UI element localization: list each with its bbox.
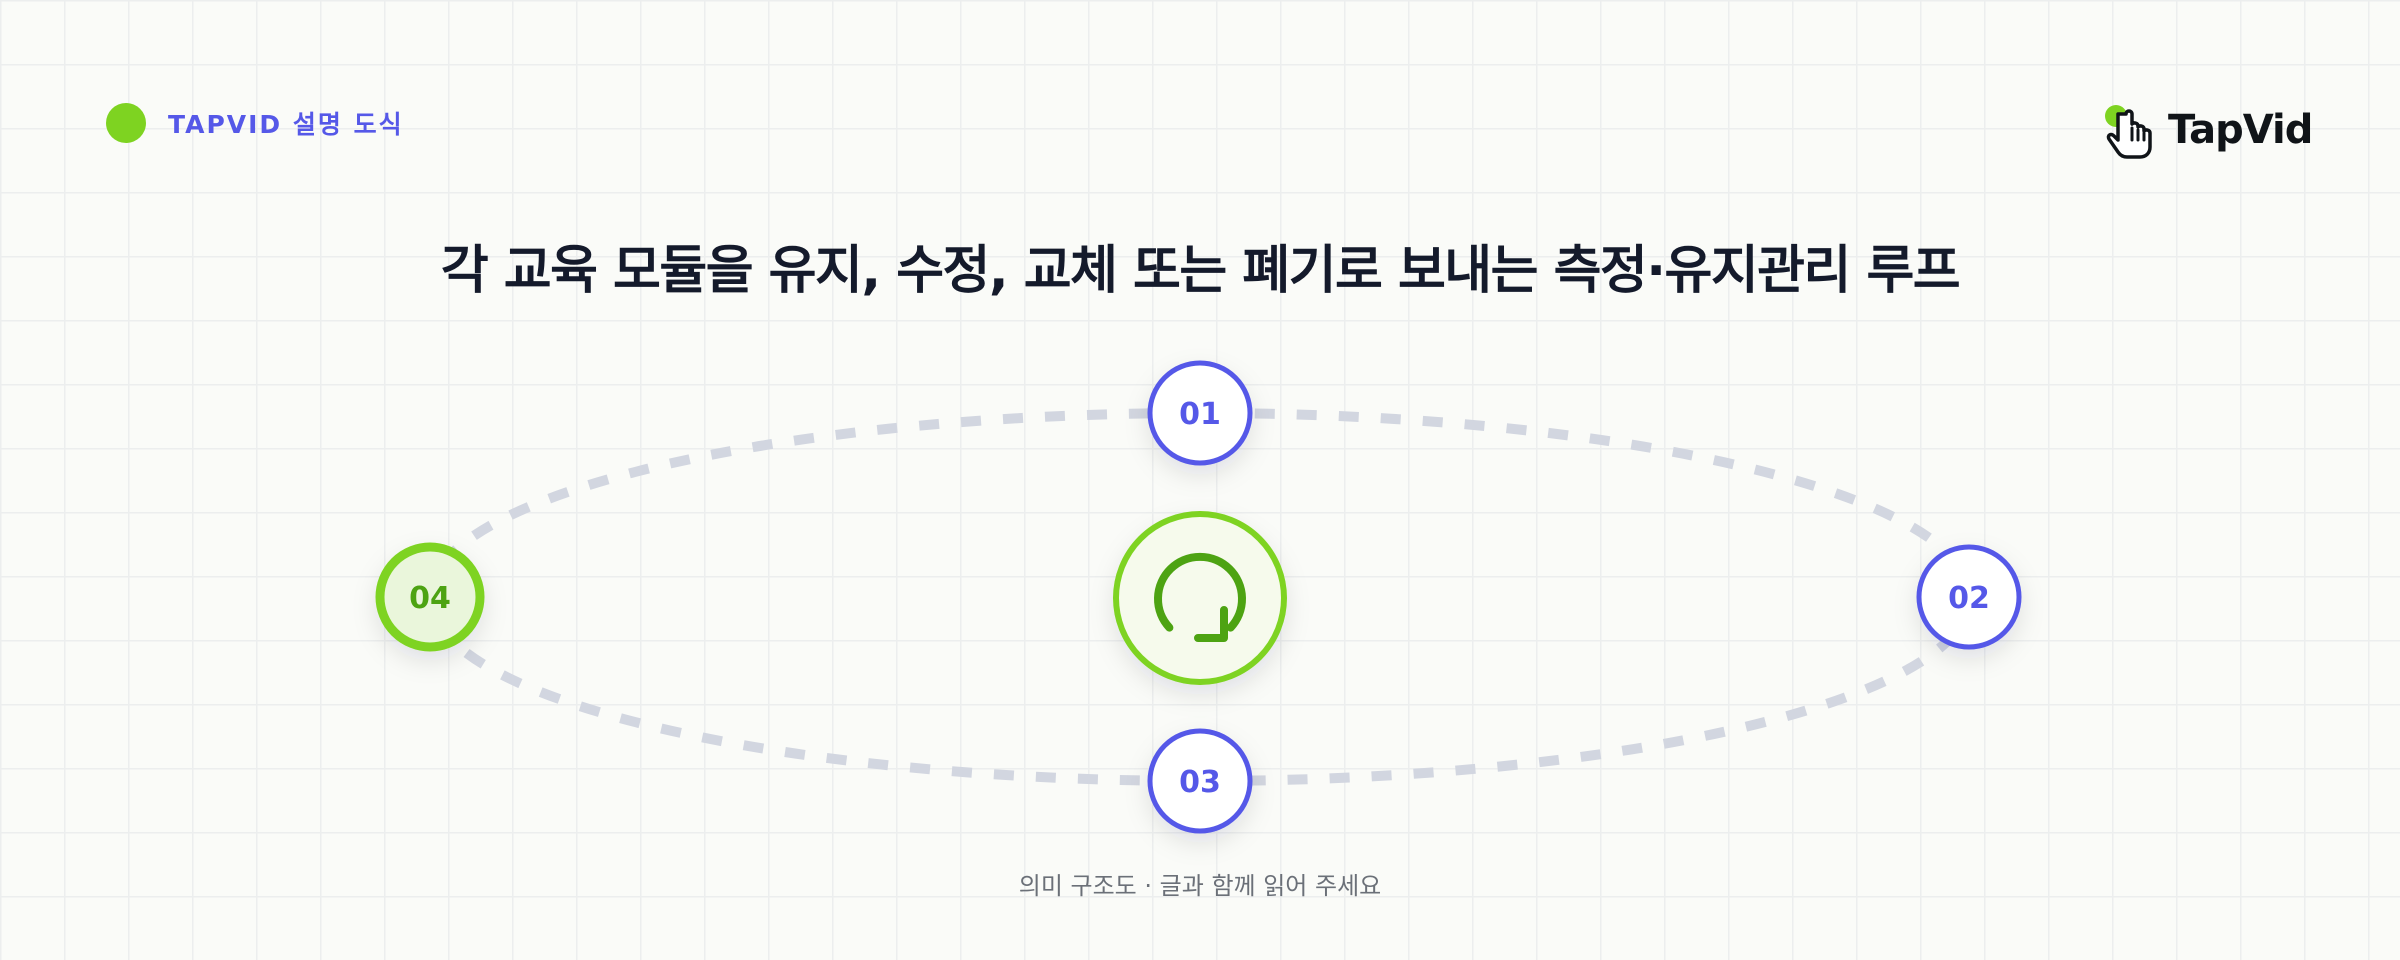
logo-wordmark: TapVid bbox=[2168, 107, 2313, 153]
page-title: 각 교육 모듈을 유지, 수정, 교체 또는 폐기로 보내는 측정·유지관리 루… bbox=[440, 241, 1961, 301]
brand-logo: TapVid bbox=[2102, 100, 2313, 160]
step-label-03: 03 bbox=[1179, 765, 1221, 800]
header-tag: TAPVID 설명 도식 bbox=[106, 103, 404, 143]
refresh-cycle-icon bbox=[1154, 552, 1246, 642]
step-label-02: 02 bbox=[1948, 581, 1990, 616]
step-label-04: 04 bbox=[409, 581, 451, 616]
step-label-01: 01 bbox=[1179, 397, 1221, 432]
tag-label: TAPVID 설명 도식 bbox=[168, 110, 404, 139]
step-node-01: 01 bbox=[1147, 360, 1253, 466]
step-node-03: 03 bbox=[1147, 728, 1253, 834]
tag-dot bbox=[106, 103, 146, 143]
center-cycle-hub bbox=[1113, 511, 1287, 685]
step-node-02: 02 bbox=[1916, 544, 2022, 650]
step-node-04-active: 04 bbox=[375, 542, 485, 652]
hand-pointer-icon bbox=[2105, 105, 2152, 159]
diagram-caption: 의미 구조도 · 글과 함께 읽어 주세요 bbox=[1018, 872, 1382, 900]
